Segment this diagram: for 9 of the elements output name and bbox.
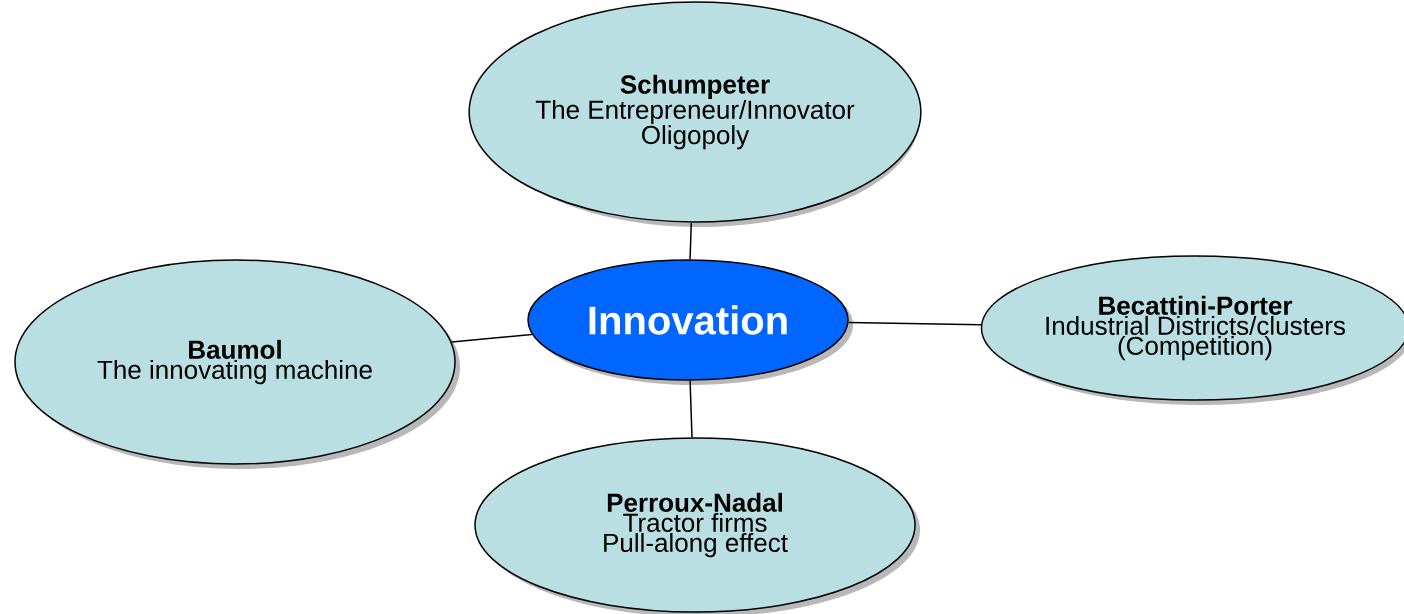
connector-line <box>450 333 533 343</box>
ellipse-node: Schumpeter The Entrepreneur/Innovator Oligopoly <box>468 1 922 227</box>
connector-line <box>689 222 693 260</box>
ellipse-node: Innovation <box>527 259 853 385</box>
ellipse-node: Becattini-Porter Industrial Districts/clusters (Competition) <box>980 255 1404 405</box>
connector-line <box>847 321 982 326</box>
ellipse-node: Perroux-Nadal Tractor firms Pull-along effect <box>474 437 920 614</box>
ellipse-node: Baumol The innovating machine <box>14 259 460 469</box>
connector-line <box>689 380 693 438</box>
